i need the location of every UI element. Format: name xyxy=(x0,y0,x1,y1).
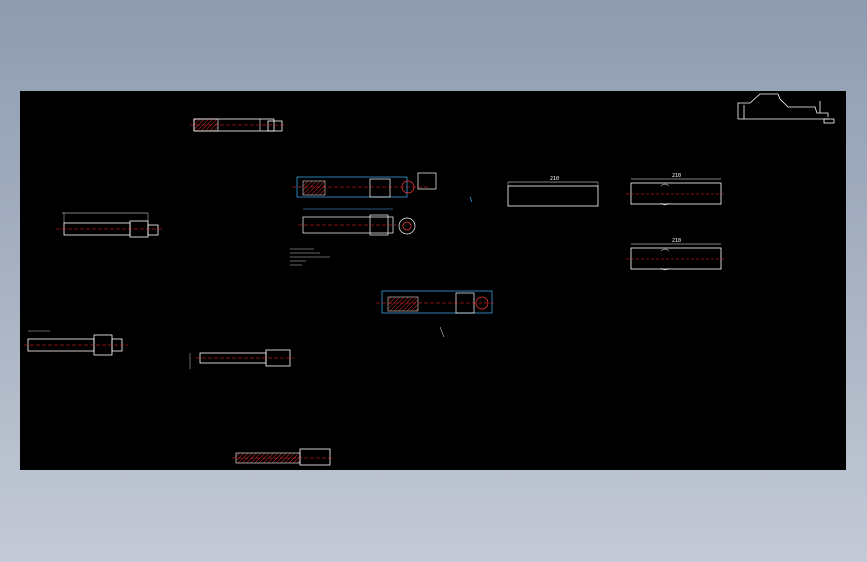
cad-drawing-canvas: 210 210 210 xyxy=(24,93,835,466)
block-right-top-dimension: 210 xyxy=(672,173,681,179)
shaft-drawing-1 xyxy=(190,118,286,132)
block-right-bottom-dimension: 210 xyxy=(672,238,681,244)
shaft-drawing-3 xyxy=(24,330,128,356)
section-arrow-icon xyxy=(469,196,473,203)
block-top-dimension: 210 xyxy=(550,176,559,182)
assembly-drawing-lower xyxy=(376,290,496,338)
block-drawing-top: 210 xyxy=(507,176,599,207)
shaft-drawing-2 xyxy=(56,212,162,238)
block-drawing-right-bottom: 210 xyxy=(626,238,726,271)
cad-model-space-viewport[interactable]: 210 210 210 xyxy=(20,91,846,470)
shaft-drawing-4 xyxy=(189,349,294,369)
assembly-drawing-center xyxy=(290,172,437,266)
title-block-icon xyxy=(737,93,835,124)
shaft-drawing-5 xyxy=(232,448,334,466)
block-drawing-right-top: 210 xyxy=(626,173,726,206)
